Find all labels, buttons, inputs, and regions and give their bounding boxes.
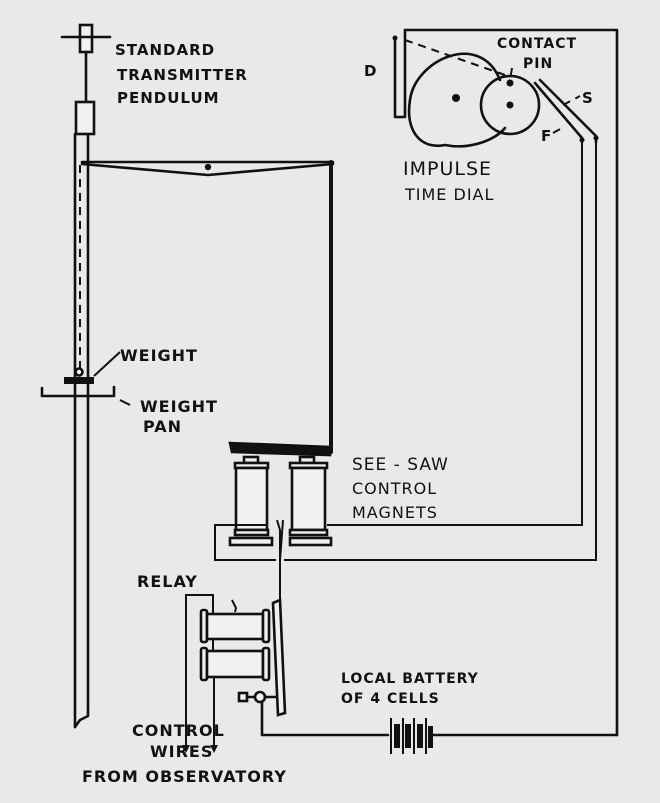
label-f: F <box>541 127 552 145</box>
impulse-time-dial <box>392 28 619 737</box>
f-pointer <box>552 127 563 134</box>
small-wheel-center <box>506 101 514 109</box>
battery-wire-left <box>260 700 390 737</box>
see-saw-control-magnets <box>214 140 597 561</box>
label-relay: RELAY <box>137 572 198 591</box>
label-impulse: IMPULSE <box>403 158 492 180</box>
pendulum <box>40 23 116 729</box>
dial-outer-wire <box>403 28 619 737</box>
magnet-left-bottom-flange <box>233 528 270 537</box>
battery-cell-3 <box>417 724 423 748</box>
relay-coil-top <box>205 612 265 641</box>
dial-d-arm-tip <box>392 35 398 41</box>
control-wire-left-arrow <box>182 745 190 753</box>
label-weight-pan-2: PAN <box>143 417 182 436</box>
label-control-wires-3: FROM OBSERVATORY <box>82 767 287 786</box>
relay-coil-bottom-right-flange <box>261 646 271 682</box>
label-battery-1: LOCAL BATTERY <box>341 671 479 687</box>
label-weight: WEIGHT <box>120 346 198 365</box>
small-wheel <box>479 74 541 136</box>
contact-pin <box>506 79 514 87</box>
pendulum-rod-end <box>73 710 90 729</box>
magnet-right-base <box>288 536 333 547</box>
big-wheel-bottom <box>407 98 507 148</box>
battery-cell-1 <box>394 724 400 748</box>
label-magnets-1: SEE - SAW <box>352 455 449 475</box>
label-d: D <box>364 62 377 80</box>
label-control-wires-2: WIRES <box>150 742 213 761</box>
battery-cell-2 <box>405 724 411 748</box>
label-magnets-2: CONTROL <box>352 479 437 498</box>
weight-knob <box>74 367 84 377</box>
magnet-left-coil <box>234 466 269 532</box>
weight-pan-pointer <box>119 399 131 406</box>
pendulum-suspension-block <box>78 23 94 54</box>
label-time-dial: TIME DIAL <box>404 185 494 204</box>
pendulum-clamp <box>74 100 96 136</box>
magnet-left-base <box>228 536 274 547</box>
spring-s-terminal <box>593 135 599 141</box>
s-pointer <box>562 95 581 106</box>
label-magnets-3: MAGNETS <box>352 503 438 522</box>
battery-cell-4 <box>428 726 433 748</box>
magnet-wire-left <box>214 524 276 561</box>
see-saw-lever <box>80 160 335 454</box>
spring-f-terminal <box>579 137 585 143</box>
big-wheel-top <box>408 52 502 102</box>
label-battery-2: OF 4 CELLS <box>341 691 440 707</box>
magnet-center-wire <box>276 519 284 561</box>
dial-dashed-line <box>404 39 506 76</box>
labels: STANDARD TRANSMITTER PENDULUM CONTACT PI… <box>82 36 594 786</box>
contact-screw-head <box>253 690 267 704</box>
battery <box>390 718 619 754</box>
label-weight-pan-1: WEIGHT <box>140 397 218 416</box>
relay <box>182 560 390 753</box>
magnet-wire-to-dial <box>327 140 583 526</box>
control-wire-right-arrow <box>210 745 218 753</box>
magnet-wire-to-dial-2 <box>284 140 597 561</box>
label-pendulum-2: TRANSMITTER <box>117 66 248 84</box>
dial-d-arm <box>393 28 407 119</box>
control-wire-left <box>185 594 214 745</box>
big-wheel-center <box>452 94 460 102</box>
label-contact-pin-2: PIN <box>523 56 553 72</box>
relay-coil-top-right-flange <box>261 608 271 644</box>
relay-label-pointer <box>231 599 238 613</box>
label-pendulum-3: PENDULUM <box>117 89 220 107</box>
contact-pin-pointer <box>509 67 513 81</box>
label-s: S <box>582 89 594 107</box>
lever-truss <box>80 162 335 177</box>
label-pendulum-1: STANDARD <box>115 41 215 59</box>
weight-pan <box>40 385 116 398</box>
weight-block <box>64 377 94 384</box>
magnet-armature <box>228 441 332 457</box>
magnet-right-coil <box>290 466 327 532</box>
lever-pivot <box>204 163 212 171</box>
relay-coil-bottom <box>205 649 265 679</box>
magnet-right-bottom-flange <box>288 528 329 537</box>
label-contact-pin-1: CONTACT <box>497 36 577 52</box>
weight-pointer <box>93 351 121 377</box>
relay-armature <box>271 598 287 717</box>
label-control-wires-1: CONTROL <box>132 721 225 740</box>
